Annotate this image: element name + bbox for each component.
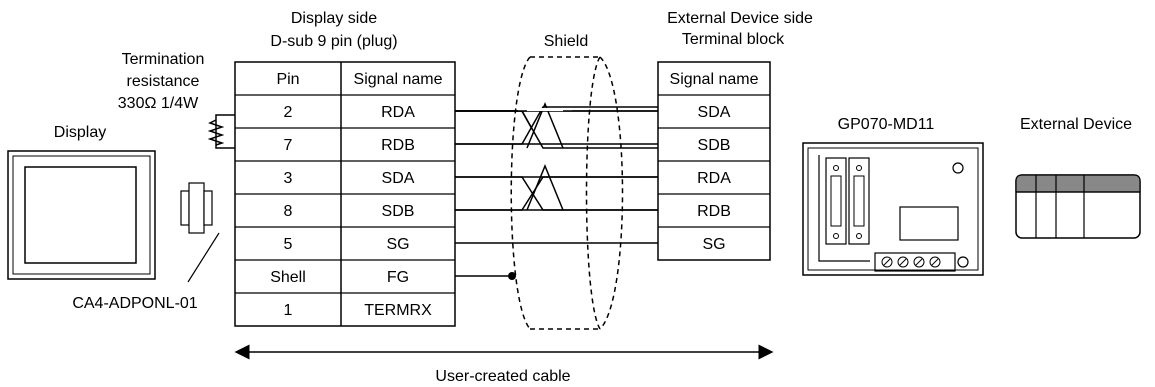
left-pin-cell: 5 [284,236,293,253]
termination-label-1: Termination [122,51,205,68]
cable-label: User-created cable [435,368,570,385]
right-signal-table: Signal name SDA SDB RDA RDB SG [657,61,771,261]
right-signal-cell: SDA [698,104,731,121]
right-signal-cell: RDB [697,203,731,220]
left-signal-cell: SDA [382,170,415,187]
display-side-title: Display side [291,10,377,27]
right-header-signal: Signal name [670,71,759,88]
left-signal-cell: RDA [381,104,415,121]
external-device-label: External Device [1020,116,1132,133]
left-signal-cell: RDB [381,137,415,154]
left-header-signal: Signal name [354,71,443,88]
right-signal-cell: SG [702,236,725,253]
termination-resistor [207,114,235,149]
left-pin-cell: Shell [270,269,306,286]
left-signal-cell: FG [387,269,409,286]
twist-mark-lower [526,164,564,211]
left-pin-cell: 7 [284,137,293,154]
left-pin-cell: 3 [284,170,293,187]
adapter-label: CA4-ADPONL-01 [72,295,197,312]
display-device [7,150,156,280]
right-signal-cell: RDA [697,170,731,187]
twist-mark-upper [455,102,658,149]
left-signal-cell: SG [386,236,409,253]
display-label: Display [54,124,106,141]
left-pin-cell: 1 [284,302,293,319]
external-side-title: External Device side [667,10,813,27]
cable-shield [510,56,624,330]
fg-junction-dot [508,272,516,280]
left-header-pin: Pin [276,71,299,88]
left-signal-cell: TERMRX [364,302,432,319]
termination-label-2: resistance [127,73,200,90]
module-label: GP070-MD11 [838,116,935,133]
external-device [1015,174,1141,239]
left-pin-table: Pin Signal name 2 RDA 7 RDB 3 SDA 8 SDB … [234,61,456,327]
external-side-subtitle: Terminal block [682,31,785,48]
adapter-connector [180,182,220,283]
left-pin-cell: 2 [284,104,293,121]
left-signal-cell: SDB [382,203,415,220]
right-signal-cell: SDB [698,137,731,154]
wire-pair-rda-rdb [455,106,658,149]
shield-label: Shield [544,33,588,50]
left-pin-cell: 8 [284,203,293,220]
gp070-md11-module [802,142,984,276]
display-side-subtitle: D-sub 9 pin (plug) [270,33,397,50]
termination-label-3: 330Ω 1/4W [118,95,199,112]
